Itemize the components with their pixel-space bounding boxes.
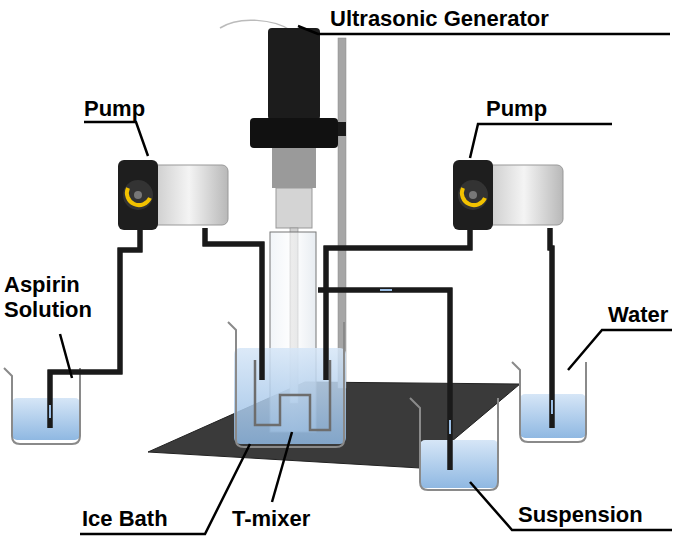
right-pump	[453, 160, 563, 230]
suspension-beaker	[410, 398, 498, 490]
part-label: Pump	[486, 96, 547, 121]
water-beaker	[512, 362, 586, 442]
aspirin-beaker	[4, 368, 80, 444]
part-label: Pump	[84, 96, 145, 121]
part-label: Ultrasonic Generator	[330, 6, 549, 31]
tubing	[50, 228, 552, 470]
part-label: Aspirin Solution	[4, 272, 108, 323]
left-pump	[118, 160, 228, 230]
part-label: Ice Bath	[82, 506, 168, 531]
part-label: T-mixer	[232, 506, 310, 531]
part-label: Water	[608, 302, 668, 327]
flow-ticks	[50, 290, 552, 434]
part-label: Suspension	[518, 502, 643, 527]
leader-lines	[60, 26, 672, 534]
